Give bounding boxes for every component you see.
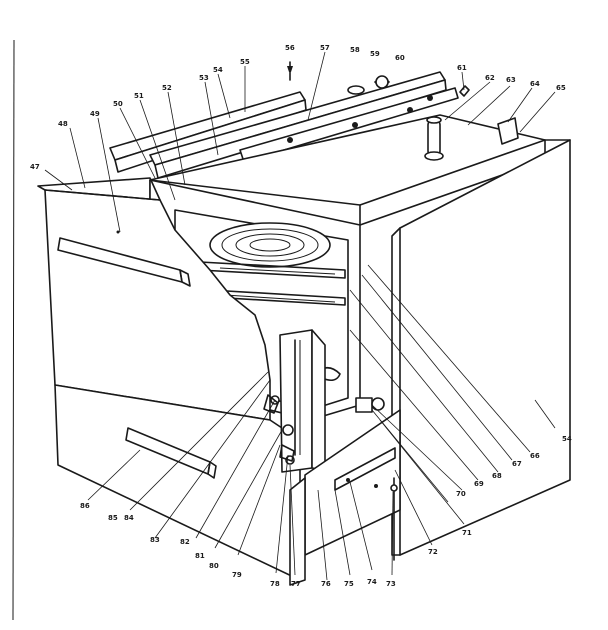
callout-85: 85 bbox=[108, 514, 118, 522]
callout-62: 62 bbox=[485, 74, 495, 82]
callout-79: 79 bbox=[232, 571, 242, 579]
rear-panels bbox=[109, 71, 459, 179]
callout-labels: 47 48 49 50 51 52 53 54 55 56 57 58 59 6… bbox=[30, 44, 572, 588]
callout-48: 48 bbox=[58, 120, 68, 128]
callout-61: 61 bbox=[457, 64, 467, 72]
callout-58: 58 bbox=[350, 46, 360, 54]
right-side-panel bbox=[391, 139, 571, 556]
control-column bbox=[263, 329, 385, 473]
callout-65: 65 bbox=[556, 84, 566, 92]
callout-75: 75 bbox=[344, 580, 354, 588]
callout-77: 77 bbox=[291, 580, 301, 588]
callout-64: 64 bbox=[530, 80, 540, 88]
callout-66-right: 66 bbox=[530, 452, 540, 460]
callout-86: 86 bbox=[80, 502, 90, 510]
leader-lines bbox=[44, 51, 556, 581]
callout-47: 47 bbox=[30, 163, 40, 171]
callout-73: 73 bbox=[386, 580, 396, 588]
callout-49: 49 bbox=[90, 110, 100, 118]
callout-53: 53 bbox=[199, 74, 209, 82]
callout-68: 68 bbox=[492, 472, 502, 480]
callout-67: 67 bbox=[512, 460, 522, 468]
callout-63: 63 bbox=[506, 76, 516, 84]
callout-70: 70 bbox=[456, 490, 466, 498]
callout-54-top: 54 bbox=[213, 66, 223, 74]
callout-59: 59 bbox=[370, 50, 380, 58]
callout-81: 81 bbox=[195, 552, 205, 560]
callout-74: 74 bbox=[367, 578, 377, 586]
callout-52: 52 bbox=[162, 84, 172, 92]
oven-door bbox=[37, 177, 271, 421]
callout-60: 60 bbox=[395, 54, 405, 62]
callout-82: 82 bbox=[180, 538, 190, 546]
callout-56: 56 bbox=[285, 44, 295, 52]
lower-kick-panel bbox=[289, 409, 401, 586]
callout-57: 57 bbox=[320, 44, 330, 52]
callout-83: 83 bbox=[150, 536, 160, 544]
callout-51: 51 bbox=[134, 92, 144, 100]
callout-76: 76 bbox=[321, 580, 331, 588]
callout-78: 78 bbox=[270, 580, 280, 588]
callout-55: 55 bbox=[240, 58, 250, 66]
callout-72: 72 bbox=[428, 548, 438, 556]
callout-80: 80 bbox=[209, 562, 219, 570]
callout-50: 50 bbox=[113, 100, 123, 108]
callout-84: 84 bbox=[124, 514, 134, 522]
callout-54-right: 54 bbox=[562, 435, 572, 443]
callout-69: 69 bbox=[474, 480, 484, 488]
callout-71: 71 bbox=[462, 529, 472, 537]
scan-edge-line bbox=[12, 39, 15, 621]
